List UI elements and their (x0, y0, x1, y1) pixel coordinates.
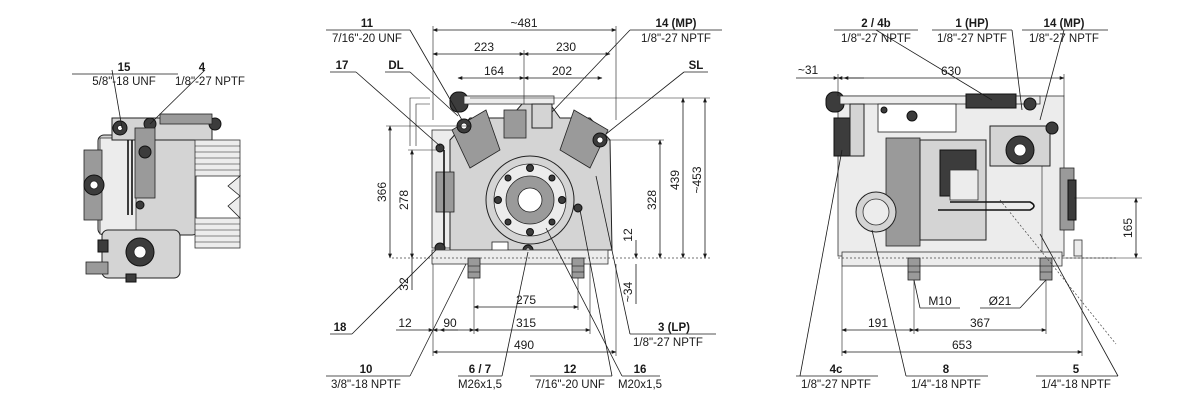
thread-14-front: 1/8"-27 NPTF (641, 33, 711, 45)
label-11: 11 (361, 18, 374, 30)
front-view-dimensions: ~481 223 230 164 202 366 278 32 328 439 … (375, 16, 710, 356)
dim-630: 630 (941, 64, 961, 78)
dim-d21: Ø21 (989, 294, 1012, 308)
label-sl: SL (689, 60, 704, 72)
thread-2-4b: 1/8"-27 NPTF (841, 33, 911, 45)
label-5: 5 (1073, 364, 1080, 376)
thread-16: M20x1,5 (618, 379, 662, 391)
dim-31: ~31 (798, 63, 819, 77)
dim-453: ~453 (690, 166, 704, 193)
dim-202: 202 (552, 64, 572, 78)
dim-367: 367 (970, 316, 990, 330)
dim-165: 165 (1121, 218, 1135, 238)
thread-6-7: M26x1,5 (458, 379, 502, 391)
dim-366: 366 (375, 182, 389, 202)
label-4c: 4c (830, 364, 843, 376)
label-14-front: 14 (MP) (656, 18, 697, 30)
dim-230: 230 (556, 40, 576, 54)
thread-3-lp: 1/8"-27 NPTF (633, 337, 703, 349)
thread-10: 3/8"-18 NPTF (331, 379, 401, 391)
dim-223: 223 (474, 40, 494, 54)
thread-4: 1/8"-27 NPTF (175, 76, 245, 88)
label-2-4b: 2 / 4b (861, 18, 890, 30)
dim-439: 439 (668, 170, 682, 190)
left-end-view (83, 69, 242, 283)
label-14-side: 14 (MP) (1044, 18, 1085, 30)
dim-90: 90 (443, 316, 457, 330)
dim-315: 315 (516, 316, 536, 330)
label-4: 4 (199, 62, 206, 74)
left-view-labels: 15 5/8"-18 UNF 4 1/8"-27 NPTF (72, 62, 245, 88)
dim-275: 275 (516, 293, 536, 307)
thread-8: 1/4"-18 NPTF (911, 379, 981, 391)
dim-278: 278 (397, 190, 411, 210)
dim-328: 328 (645, 190, 659, 210)
dim-12-vert: 12 (621, 228, 635, 242)
dim-653: 653 (952, 338, 972, 352)
label-dl: DL (388, 60, 403, 72)
dim-164: 164 (484, 64, 504, 78)
label-10: 10 (360, 364, 373, 376)
thread-12: 7/16"-20 UNF (535, 379, 605, 391)
label-8: 8 (943, 364, 950, 376)
thread-15: 5/8"-18 UNF (92, 76, 156, 88)
thread-4c: 1/8"-27 NPTF (801, 379, 871, 391)
dim-481: ~481 (510, 16, 537, 30)
label-12: 12 (564, 364, 577, 376)
dim-191: 191 (868, 316, 888, 330)
thread-5: 1/4"-18 NPTF (1041, 379, 1111, 391)
label-18: 18 (334, 322, 347, 334)
label-17: 17 (336, 60, 349, 72)
dim-m10: M10 (928, 294, 952, 308)
side-view-dimensions: ~31 630 165 M10 Ø21 191 367 653 (796, 63, 1142, 356)
label-3-lp: 3 (LP) (658, 322, 690, 334)
label-6-7: 6 / 7 (469, 364, 491, 376)
side-view-labels: 2 / 4b 1/8"-27 NPTF 1 (HP) 1/8"-27 NPTF … (796, 18, 1119, 391)
dim-34: ~34 (621, 281, 635, 302)
dim-490: 490 (514, 338, 534, 352)
thread-11: 7/16"-20 UNF (332, 33, 402, 45)
thread-1-hp: 1/8"-27 NPTF (937, 33, 1007, 45)
label-16: 16 (634, 364, 647, 376)
thread-14-side: 1/8"-27 NPTF (1029, 33, 1099, 45)
dim-32: 32 (397, 277, 411, 291)
side-view (825, 91, 1118, 345)
front-view (392, 91, 712, 279)
label-1-hp: 1 (HP) (955, 18, 988, 30)
dim-12-horiz: 12 (398, 316, 412, 330)
front-view-labels: 11 7/16"-20 UNF 14 (MP) 1/8"-27 NPTF 17 … (326, 18, 722, 391)
label-15: 15 (118, 62, 131, 74)
